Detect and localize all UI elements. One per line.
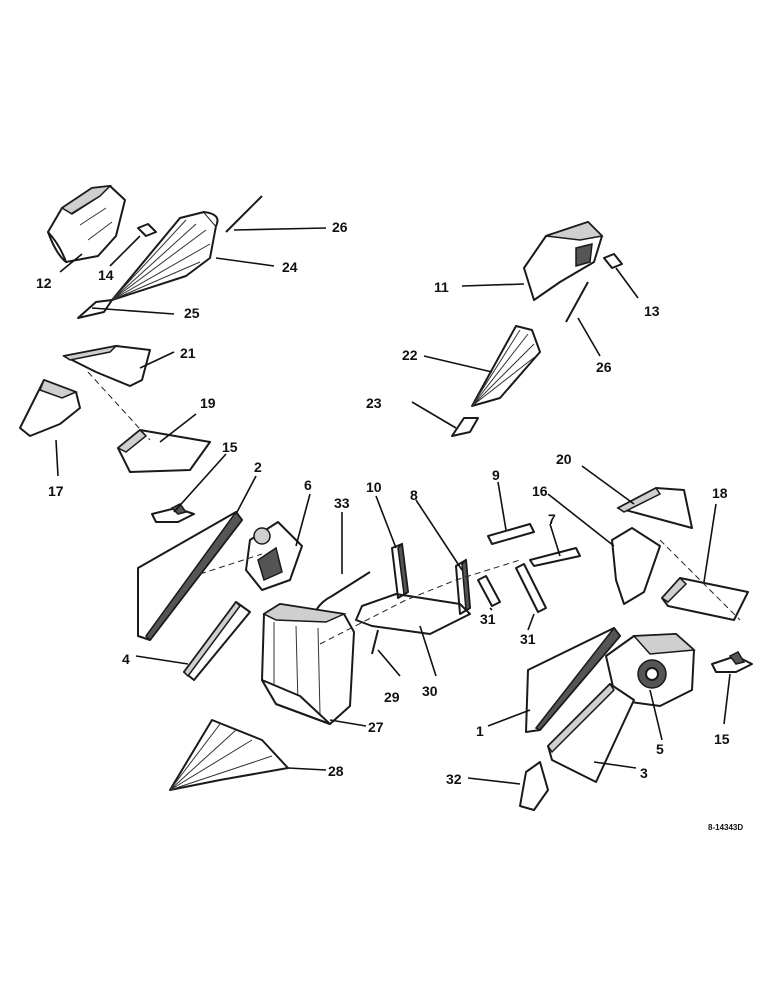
- part-23-tip: [451, 417, 479, 437]
- callout-2: 2: [254, 459, 262, 475]
- callout-30: 30: [422, 683, 438, 699]
- callout-31-right: 31: [520, 631, 536, 647]
- callout-15-right: 15: [714, 731, 730, 747]
- callout-22: 22: [402, 347, 418, 363]
- callout-33: 33: [334, 495, 350, 511]
- part-32-gusset: [519, 761, 549, 811]
- part-20-plate: [616, 487, 693, 529]
- construction-line: [319, 559, 521, 645]
- callout-26-right: 26: [596, 359, 612, 375]
- part-29-pin: [371, 629, 379, 655]
- callout-20: 20: [556, 451, 572, 467]
- callout-8: 8: [410, 487, 418, 503]
- callout-31-left: 31: [480, 611, 496, 627]
- callout-7: 7: [548, 511, 556, 527]
- callout-28: 28: [328, 763, 344, 779]
- callout-19: 19: [200, 395, 216, 411]
- callout-13: 13: [644, 303, 660, 319]
- callout-9: 9: [492, 467, 500, 483]
- part-7-bar: [529, 547, 581, 567]
- callout-27: 27: [368, 719, 384, 735]
- part-21-plate: [62, 344, 151, 387]
- part-14-clip: [137, 223, 157, 237]
- callout-4: 4: [122, 651, 130, 667]
- construction-line: [659, 539, 741, 621]
- part-3-panel: [547, 682, 635, 783]
- part-31-strap-right: [515, 563, 547, 613]
- callout-25: 25: [184, 305, 200, 321]
- callout-32: 32: [446, 771, 462, 787]
- callout-29: 29: [384, 689, 400, 705]
- callout-1: 1: [476, 723, 484, 739]
- part-4-strip: [183, 600, 251, 681]
- callout-21: 21: [180, 345, 196, 361]
- callout-5: 5: [656, 741, 664, 757]
- part-16-bracket: [611, 527, 661, 605]
- part-2-sheet: [137, 510, 243, 642]
- part-11-shroud: [523, 221, 604, 301]
- part-12-shield: [47, 185, 126, 263]
- part-28-cone: [169, 719, 289, 791]
- callout-3: 3: [640, 765, 648, 781]
- leader-lines: [55, 227, 731, 785]
- part-31-strap-left: [477, 575, 501, 607]
- part-8-upright: [455, 558, 471, 615]
- part-26-rod-right: [565, 281, 589, 323]
- callout-16: 16: [532, 483, 548, 499]
- construction-line: [87, 371, 151, 441]
- part-15-bracket-right: [711, 651, 753, 673]
- part-30-frame: [355, 593, 471, 635]
- part-1-panel: [525, 626, 621, 733]
- part-10-upright: [391, 542, 409, 599]
- callout-6: 6: [304, 477, 312, 493]
- callout-15-left: 15: [222, 439, 238, 455]
- callout-14: 14: [98, 267, 114, 283]
- callout-11: 11: [434, 279, 449, 295]
- part-13-clip: [603, 253, 623, 269]
- part-15-bracket-left: [151, 503, 195, 523]
- part-26-rod-left: [225, 195, 263, 233]
- callout-12: 12: [36, 275, 52, 291]
- part-6-casting: [245, 521, 303, 591]
- callout-17: 17: [48, 483, 64, 499]
- part-5-gearbox: [605, 633, 696, 707]
- part-9-bar: [487, 523, 535, 545]
- callout-24: 24: [282, 259, 298, 275]
- callout-23: 23: [366, 395, 382, 411]
- part-24-cone: [111, 211, 219, 301]
- construction-line: [199, 553, 263, 575]
- callout-26-left: 26: [332, 219, 348, 235]
- part-17-bracket: [19, 379, 81, 437]
- part-27-hopper: [261, 603, 355, 725]
- part-18-plate: [660, 576, 749, 621]
- part-19-plate: [116, 428, 211, 473]
- drawing-reference: 8-14343D: [708, 823, 743, 832]
- part-22-cone: [471, 325, 541, 407]
- callout-18: 18: [712, 485, 728, 501]
- callout-10: 10: [366, 479, 382, 495]
